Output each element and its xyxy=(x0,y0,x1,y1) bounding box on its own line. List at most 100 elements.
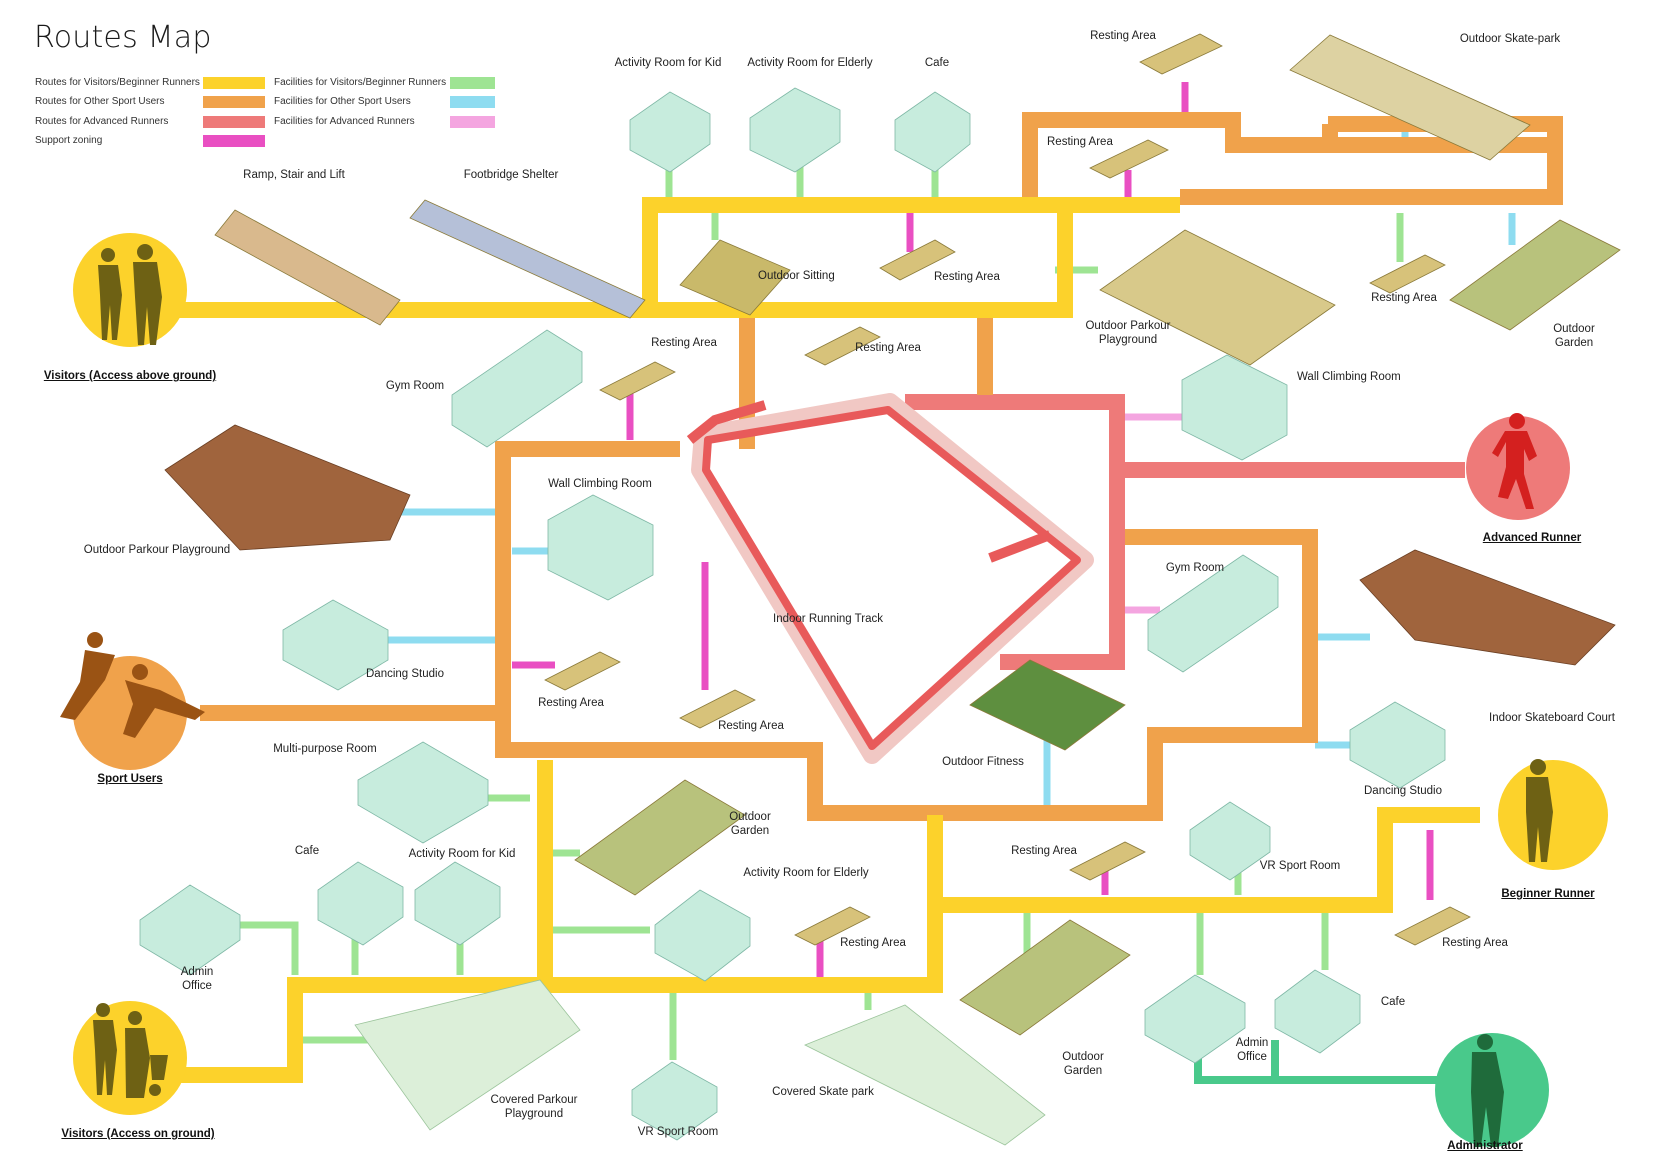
activity-elderly-b-icon xyxy=(654,889,751,982)
label-garden-tr-2: Garden xyxy=(1554,337,1594,349)
plan-icons xyxy=(164,424,1616,666)
label-cafe-top: Cafe xyxy=(924,57,950,69)
visitors-above-silhouette xyxy=(98,244,162,345)
label-gym-left: Gym Room xyxy=(385,380,445,392)
legend-label-visitors-routes: Routes for Visitors/Beginner Runners xyxy=(35,77,200,88)
label-admin-left-1: Admin xyxy=(180,966,214,978)
facility-thumbnails xyxy=(139,33,1621,1146)
user-label-advanced-runner: Advanced Runner xyxy=(1482,532,1582,544)
resting-area-icons xyxy=(544,33,1471,946)
beginner-routes xyxy=(175,197,1480,1083)
legend-label-advanced-facilities: Facilities for Advanced Runners xyxy=(274,116,415,127)
label-vr-bottom: VR Sport Room xyxy=(637,1126,719,1138)
vr-right-icon xyxy=(1189,801,1271,881)
admin-left-icon xyxy=(139,884,241,976)
label-admin-left-2: Office xyxy=(182,980,212,992)
skateboard-court-plan xyxy=(1359,549,1616,666)
label-activity-elderly-b: Activity Room for Elderly xyxy=(743,867,869,879)
label-covered-skate: Covered Skate park xyxy=(772,1086,874,1098)
label-activity-kid-top: Activity Room for Kid xyxy=(614,57,722,69)
user-label-sport-users: Sport Users xyxy=(97,773,163,785)
administrator-silhouette xyxy=(1471,1034,1504,1147)
footbridge-structure xyxy=(409,199,646,319)
label-cafe-br: Cafe xyxy=(1380,996,1406,1008)
advanced-runner-silhouette xyxy=(1492,413,1537,509)
legend-label-advanced-routes: Routes for Advanced Runners xyxy=(35,116,169,127)
legend-swatches xyxy=(203,77,495,147)
skatepark-terrain xyxy=(1289,34,1531,161)
legend-swatch-advanced-routes xyxy=(203,116,265,128)
label-resting-center-top: Resting Area xyxy=(855,342,921,354)
label-wall-climbing-tr: Wall Climbing Room xyxy=(1297,371,1401,383)
map-title: Routes Map xyxy=(34,20,212,55)
visitors-above-circle xyxy=(73,233,187,347)
dancing-left-icon xyxy=(282,599,389,691)
label-outdoor-sitting: Outdoor Sitting xyxy=(758,270,835,282)
label-gym-right: Gym Room xyxy=(1165,562,1225,574)
link-admin-left xyxy=(220,921,299,975)
legend-swatch-sport-facilities xyxy=(450,96,495,108)
label-outdoor-fitness: Outdoor Fitness xyxy=(942,756,1024,768)
gym-right-icon xyxy=(1147,554,1279,673)
route-lower-right xyxy=(935,807,1480,913)
legend-swatch-sport-routes xyxy=(203,96,265,108)
beginner-runner-silhouette xyxy=(1526,759,1553,862)
label-admin-right-1: Admin xyxy=(1235,1037,1269,1049)
legend-label-sport-facilities: Facilities for Other Sport Users xyxy=(274,96,411,107)
label-skatepark: Outdoor Skate-park xyxy=(1459,33,1561,45)
garden-tr-terrain xyxy=(1449,219,1621,331)
label-vr-right: VR Sport Room xyxy=(1259,860,1341,872)
label-dancing-right: Dancing Studio xyxy=(1364,785,1442,797)
legend-swatch-support xyxy=(203,135,265,147)
wall-climbing-left-icon xyxy=(547,494,654,601)
cafe-bl-icon xyxy=(317,861,404,946)
label-footbridge: Footbridge Shelter xyxy=(463,169,559,181)
ramp-structure xyxy=(214,209,401,326)
legend-swatch-visitors-facilities xyxy=(450,77,495,89)
vr-bottom-icon xyxy=(631,1061,718,1141)
sport-users-silhouette xyxy=(60,632,205,738)
user-label-administrator: Administrator xyxy=(1447,1140,1523,1152)
beginner-runner-circle xyxy=(1498,760,1608,870)
parkour-left-plan xyxy=(164,424,411,551)
route-advanced-loop xyxy=(905,394,1125,670)
label-ramp: Ramp, Stair and Lift xyxy=(243,169,345,181)
track-entry xyxy=(686,400,767,444)
indoor-running-track xyxy=(686,393,1094,764)
activity-elderly-top-icon xyxy=(749,87,841,173)
track-spur xyxy=(988,530,1052,563)
advanced-routes xyxy=(905,394,1465,670)
label-multipurpose: Multi-purpose Room xyxy=(273,743,377,755)
label-garden-tr-1: Outdoor xyxy=(1553,323,1595,335)
label-resting-top: Resting Area xyxy=(1090,30,1156,42)
cafe-top-icon xyxy=(894,91,971,173)
label-resting-b-right: Resting Area xyxy=(1011,845,1077,857)
legend-label-sport-routes: Routes for Other Sport Users xyxy=(35,96,165,107)
label-resting-inner-left: Resting Area xyxy=(538,697,604,709)
label-dancing-left: Dancing Studio xyxy=(366,668,444,680)
label-resting-inner-mid: Resting Area xyxy=(718,720,784,732)
activity-kid-bl-icon xyxy=(414,861,501,946)
label-covered-parkour-2: Playground xyxy=(504,1108,564,1120)
label-covered-parkour-1: Covered Parkour xyxy=(490,1094,578,1106)
visitors-ground-silhouette xyxy=(93,1003,168,1098)
label-garden-b-1: Outdoor xyxy=(1062,1051,1104,1063)
label-activity-kid-bl: Activity Room for Kid xyxy=(408,848,516,860)
user-label-visitors-ground: Visitors (Access on ground) xyxy=(61,1128,215,1140)
facility-connectors xyxy=(220,82,1516,1084)
terrain-icons xyxy=(214,34,1621,1036)
label-cafe-bl: Cafe xyxy=(294,845,320,857)
user-label-visitors-above: Visitors (Access above ground) xyxy=(43,370,217,382)
legend-swatch-advanced-facilities xyxy=(450,116,495,128)
outdoor-sitting-terrain xyxy=(679,239,791,316)
legend-label-support: Support zoning xyxy=(35,135,103,146)
label-admin-right-2: Office xyxy=(1237,1051,1267,1063)
label-garden-mid-1: Outdoor xyxy=(729,811,771,823)
admin-right-icon xyxy=(1144,974,1246,1064)
label-parkour-left: Outdoor Parkour Playground xyxy=(83,544,231,556)
person-silhouettes xyxy=(93,244,1553,1098)
label-parkour-tr-1: Outdoor Parkour xyxy=(1085,320,1171,332)
label-resting-far-right: Resting Area xyxy=(1442,937,1508,949)
